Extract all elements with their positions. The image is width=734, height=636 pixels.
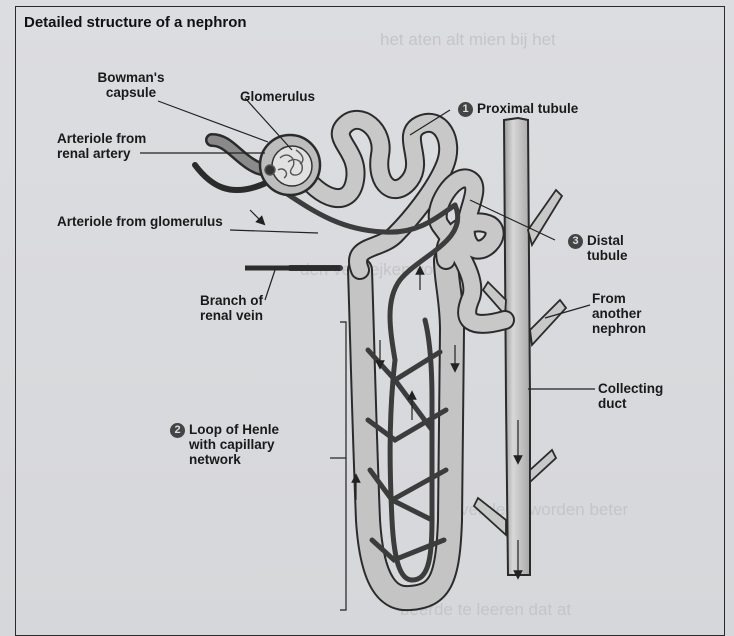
proximal-tubule-text: Proximal tubule — [477, 101, 578, 116]
afferent-arteriole — [195, 140, 270, 190]
label-glomerulus: Glomerulus — [240, 89, 315, 104]
label-bowmans-capsule: Bowman's capsule — [86, 70, 176, 100]
collecting-duct — [474, 118, 566, 575]
label-arteriole-from-glomerulus: Arteriole from glomerulus — [57, 214, 227, 229]
label-collecting-duct: Collecting duct — [598, 381, 678, 411]
label-arteriole-from-renal-artery: Arteriole from renal artery — [57, 131, 147, 161]
proximal-tubule — [300, 120, 448, 270]
number-badge-3: 3 — [568, 234, 583, 249]
label-loop-of-henle: 2 Loop of Henle with capillary network — [170, 422, 309, 467]
label-branch-of-renal-vein: Branch of renal vein — [200, 293, 282, 323]
loop-of-henle-text: Loop of Henle with capillary network — [189, 422, 309, 467]
label-from-another-nephron: From another nephron — [592, 291, 658, 336]
label-distal-tubule: 3 Distal tubule — [568, 233, 637, 263]
number-badge-1: 1 — [458, 102, 473, 117]
number-badge-2: 2 — [170, 423, 185, 438]
distal-tubule-text: Distal tubule — [587, 233, 637, 263]
label-proximal-tubule: 1 Proximal tubule — [458, 101, 578, 117]
loop-of-henle — [360, 260, 452, 598]
figure-title: Detailed structure of a nephron — [24, 14, 247, 31]
